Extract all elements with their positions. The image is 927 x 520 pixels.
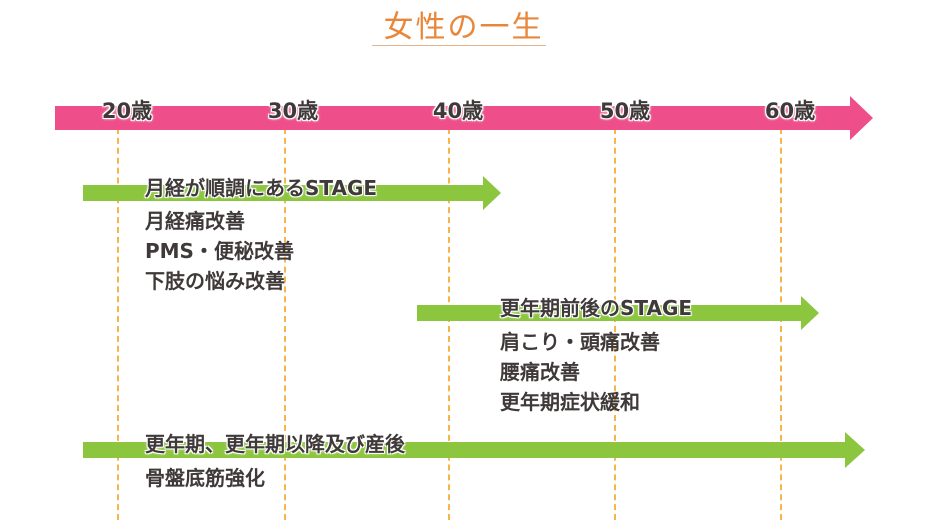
- timeline-arrow: [55, 96, 873, 140]
- stage-title-menstrual: 月経が順調にあるSTAGE: [145, 176, 378, 200]
- stage-item: 腰痛改善: [500, 360, 580, 384]
- stage-item: 更年期症状緩和: [500, 390, 640, 414]
- stage-arrow-menopause: [417, 296, 819, 330]
- stage-arrow-postmenopause: [83, 432, 865, 468]
- age-label-30: 30歳: [267, 99, 319, 123]
- stage-items-menstrual: 月経痛改善 PMS・便秘改善 下肢の悩み改善: [145, 206, 294, 296]
- stage-items-menopause: 肩こり・頭痛改善 腰痛改善 更年期症状緩和: [500, 327, 660, 417]
- age-label-50: 50歳: [599, 99, 651, 123]
- title-underline: [372, 45, 546, 46]
- stage-arrow-menstrual: [83, 176, 501, 210]
- guide-line-40: [448, 128, 450, 520]
- age-label-20: 20歳: [101, 99, 153, 123]
- guide-line-20: [117, 128, 119, 520]
- guide-line-50: [614, 128, 616, 520]
- stage-title-menopause: 更年期前後のSTAGE: [500, 296, 693, 320]
- guide-line-60: [780, 128, 782, 520]
- page-title: 女性の一生: [383, 10, 544, 45]
- stage-item: 肩こり・頭痛改善: [500, 330, 660, 354]
- stage-item: 骨盤底筋強化: [145, 466, 265, 490]
- guide-line-30: [284, 128, 286, 520]
- stage-item: 下肢の悩み改善: [145, 269, 285, 293]
- stage-items-postmenopause: 骨盤底筋強化: [145, 463, 265, 493]
- age-label-60: 60歳: [764, 99, 816, 123]
- stage-title-postmenopause: 更年期、更年期以降及び産後: [145, 432, 405, 456]
- stage-item: PMS・便秘改善: [145, 239, 294, 263]
- stage-item: 月経痛改善: [145, 209, 245, 233]
- age-label-40: 40歳: [432, 99, 484, 123]
